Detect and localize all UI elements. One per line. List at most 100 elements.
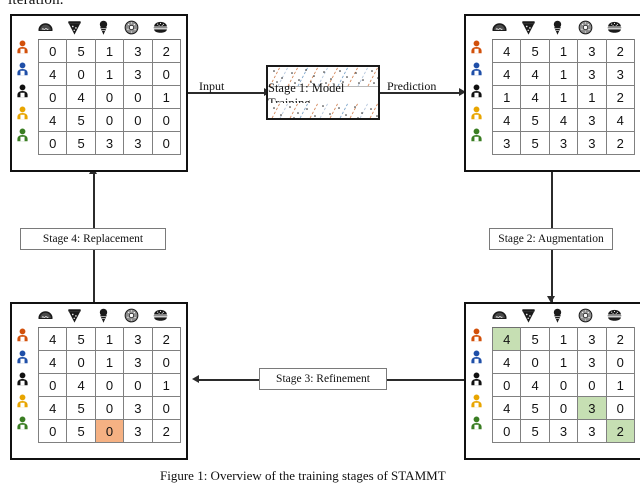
rating-cell[interactable]: 4 (491, 350, 522, 374)
rating-cell[interactable]: 0 (37, 85, 68, 109)
rating-cell[interactable]: 0 (491, 373, 522, 397)
rating-cell[interactable]: 0 (94, 85, 125, 109)
rating-cell[interactable]: 4 (548, 108, 579, 132)
rating-cell[interactable]: 2 (605, 131, 636, 155)
rating-cell[interactable]: 2 (151, 39, 182, 63)
stage-1-box[interactable]: Stage 1: Model Training (266, 65, 380, 120)
rating-cell[interactable]: 5 (520, 108, 550, 132)
rating-cell[interactable]: 3 (123, 350, 153, 374)
rating-cell[interactable]: 4 (491, 62, 522, 86)
rating-cell[interactable]: 0 (66, 62, 96, 86)
rating-cell[interactable]: 0 (605, 396, 636, 420)
rating-cell[interactable]: 1 (548, 62, 579, 86)
rating-cell[interactable]: 4 (491, 396, 522, 420)
rating-cell-highlight[interactable]: 2 (605, 419, 636, 443)
rating-cell-highlight[interactable]: 4 (491, 327, 522, 351)
rating-cell[interactable]: 5 (66, 108, 96, 132)
rating-cell[interactable]: 0 (94, 396, 125, 420)
rating-cell[interactable]: 3 (548, 419, 579, 443)
rating-cell[interactable]: 1 (491, 85, 522, 109)
rating-cell[interactable]: 0 (37, 373, 68, 397)
rating-cell[interactable]: 3 (577, 108, 607, 132)
rating-cell[interactable]: 4 (66, 85, 96, 109)
rating-cell[interactable]: 4 (37, 350, 68, 374)
rating-cell[interactable]: 0 (548, 396, 579, 420)
rating-cell[interactable]: 1 (94, 62, 125, 86)
rating-cell[interactable]: 4 (605, 108, 636, 132)
rating-cell[interactable]: 3 (94, 131, 125, 155)
rating-cell-highlight[interactable]: 3 (577, 396, 607, 420)
rating-cell[interactable]: 4 (520, 85, 550, 109)
rating-cell[interactable]: 3 (123, 131, 153, 155)
rating-cell[interactable]: 4 (520, 62, 550, 86)
rating-cell[interactable]: 5 (520, 419, 550, 443)
rating-cell[interactable]: 3 (548, 131, 579, 155)
rating-cell[interactable]: 0 (151, 62, 182, 86)
rating-cell[interactable]: 0 (151, 350, 182, 374)
rating-cell[interactable]: 2 (151, 327, 182, 351)
rating-cell[interactable]: 4 (37, 327, 68, 351)
rating-cell[interactable]: 0 (123, 108, 153, 132)
rating-cell[interactable]: 3 (123, 39, 153, 63)
rating-cell[interactable]: 3 (123, 419, 153, 443)
rating-cell[interactable]: 0 (491, 419, 522, 443)
rating-cell[interactable]: 4 (66, 373, 96, 397)
rating-cell[interactable]: 3 (577, 131, 607, 155)
rating-cell-highlight[interactable]: 0 (94, 419, 125, 443)
rating-cell[interactable]: 4 (37, 396, 68, 420)
rating-cell[interactable]: 0 (123, 373, 153, 397)
rating-cell[interactable]: 0 (577, 373, 607, 397)
rating-cell[interactable]: 3 (123, 327, 153, 351)
stage-3-box[interactable]: Stage 3: Refinement (259, 368, 387, 390)
rating-cell[interactable]: 3 (605, 62, 636, 86)
rating-cell[interactable]: 3 (577, 419, 607, 443)
rating-cell[interactable]: 1 (94, 327, 125, 351)
rating-cell[interactable]: 1 (577, 85, 607, 109)
rating-cell[interactable]: 3 (577, 327, 607, 351)
rating-cell[interactable]: 5 (520, 396, 550, 420)
rating-cell[interactable]: 5 (66, 419, 96, 443)
rating-cell[interactable]: 5 (66, 327, 96, 351)
rating-cell[interactable]: 1 (548, 327, 579, 351)
rating-cell[interactable]: 2 (605, 327, 636, 351)
rating-cell[interactable]: 0 (151, 396, 182, 420)
rating-cell[interactable]: 0 (520, 350, 550, 374)
rating-cell[interactable]: 1 (94, 350, 125, 374)
rating-cell[interactable]: 0 (37, 131, 68, 155)
rating-cell[interactable]: 4 (520, 373, 550, 397)
rating-cell[interactable]: 4 (37, 62, 68, 86)
rating-cell[interactable]: 2 (151, 419, 182, 443)
rating-cell[interactable]: 1 (548, 85, 579, 109)
rating-cell[interactable]: 0 (37, 39, 68, 63)
rating-cell[interactable]: 3 (123, 62, 153, 86)
rating-cell[interactable]: 0 (123, 85, 153, 109)
rating-cell[interactable]: 5 (66, 131, 96, 155)
rating-cell[interactable]: 0 (605, 350, 636, 374)
rating-cell[interactable]: 5 (66, 39, 96, 63)
rating-cell[interactable]: 5 (66, 396, 96, 420)
rating-cell[interactable]: 0 (151, 108, 182, 132)
rating-cell[interactable]: 4 (491, 108, 522, 132)
rating-cell[interactable]: 1 (548, 350, 579, 374)
rating-cell[interactable]: 0 (94, 108, 125, 132)
rating-cell[interactable]: 3 (491, 131, 522, 155)
rating-cell[interactable]: 1 (151, 373, 182, 397)
rating-cell[interactable]: 2 (605, 39, 636, 63)
rating-cell[interactable]: 5 (520, 327, 550, 351)
rating-cell[interactable]: 1 (605, 373, 636, 397)
stage-4-box[interactable]: Stage 4: Replacement (20, 228, 166, 250)
rating-cell[interactable]: 1 (548, 39, 579, 63)
stage-2-box[interactable]: Stage 2: Augmentation (489, 228, 613, 250)
rating-cell[interactable]: 3 (577, 350, 607, 374)
rating-cell[interactable]: 5 (520, 131, 550, 155)
rating-cell[interactable]: 4 (491, 39, 522, 63)
rating-cell[interactable]: 0 (37, 419, 68, 443)
rating-cell[interactable]: 0 (548, 373, 579, 397)
rating-cell[interactable]: 1 (94, 39, 125, 63)
rating-cell[interactable]: 3 (123, 396, 153, 420)
rating-cell[interactable]: 1 (151, 85, 182, 109)
rating-cell[interactable]: 2 (605, 85, 636, 109)
